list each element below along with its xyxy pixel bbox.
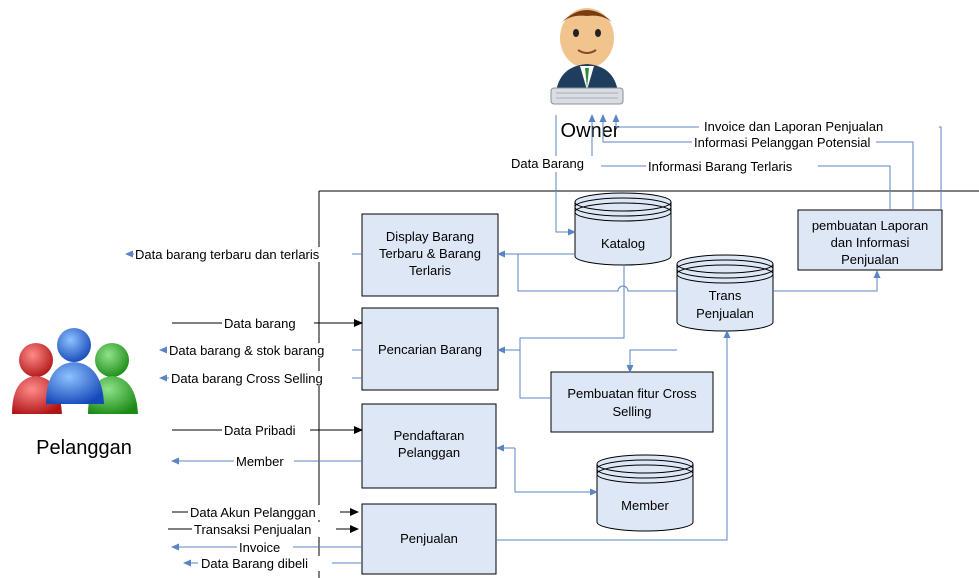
- svg-text:pembuatan Laporan: pembuatan Laporan: [812, 218, 928, 233]
- process-sales: Penjualan: [361, 503, 497, 575]
- process-customer-registration: Pendaftaran Pelanggan: [361, 403, 497, 489]
- customer-label: Pelanggan: [36, 437, 132, 459]
- flow-best-seller-info: Informasi Barang Terlaris: [648, 159, 793, 174]
- svg-text:Pembuatan fitur Cross: Pembuatan fitur Cross: [567, 386, 697, 401]
- process-cross-selling: Pembuatan fitur Cross Selling: [550, 371, 714, 433]
- flow-account-data: Data Akun Pelanggan: [190, 505, 316, 520]
- flow-data-barang-owner: Data Barang: [511, 156, 584, 171]
- owner-icon: [550, 8, 624, 105]
- flow-sales-transaction: Transaksi Penjualan: [194, 522, 311, 537]
- process-search-product: Pencarian Barang: [361, 307, 499, 391]
- svg-text:Display Barang: Display Barang: [386, 229, 474, 244]
- datastore-member: Member: [596, 454, 694, 532]
- svg-text:Member: Member: [621, 498, 669, 513]
- flow-purchased-items: Data Barang dibeli: [201, 556, 308, 571]
- owner-label: Owner: [561, 120, 620, 142]
- svg-text:Penjualan: Penjualan: [841, 252, 899, 267]
- flow-newest-bestseller: Data barang terbaru dan terlaris: [135, 247, 320, 262]
- flow-member-out: Member: [236, 454, 284, 469]
- process-report-info: pembuatan Laporan dan Informasi Penjuala…: [797, 209, 943, 271]
- flow-personal-data: Data Pribadi: [224, 423, 296, 438]
- svg-text:Trans: Trans: [709, 288, 742, 303]
- internal-flows: [496, 250, 881, 541]
- process-display-newest-bestseller: Display Barang Terbaru & Barang Terlaris: [361, 213, 499, 297]
- svg-text:Terlaris: Terlaris: [409, 263, 451, 278]
- svg-text:Katalog: Katalog: [601, 236, 645, 251]
- flow-cross-selling-out: Data barang Cross Selling: [171, 371, 323, 386]
- datastore-sales-transactions: Trans Penjualan: [676, 254, 774, 332]
- svg-text:Selling: Selling: [612, 404, 651, 419]
- svg-text:Penjualan: Penjualan: [400, 531, 458, 546]
- svg-text:Penjualan: Penjualan: [696, 306, 754, 321]
- svg-text:Terbaru & Barang: Terbaru & Barang: [379, 246, 481, 261]
- svg-text:Pelanggan: Pelanggan: [398, 445, 460, 460]
- svg-text:dan Informasi: dan Informasi: [831, 235, 910, 250]
- flow-invoice: Invoice: [239, 540, 280, 555]
- svg-text:Pendaftaran: Pendaftaran: [394, 428, 465, 443]
- flow-potential-customer-info: Informasi Pelanggan Potensial: [694, 135, 870, 150]
- flow-data-barang-in: Data barang: [224, 316, 296, 331]
- svg-text:Pencarian Barang: Pencarian Barang: [378, 342, 482, 357]
- flow-invoice-report: Invoice dan Laporan Penjualan: [704, 119, 883, 134]
- flow-stock-out: Data barang & stok barang: [169, 343, 324, 358]
- datastore-catalog: Katalog: [574, 192, 672, 266]
- customer-icon: [12, 328, 138, 414]
